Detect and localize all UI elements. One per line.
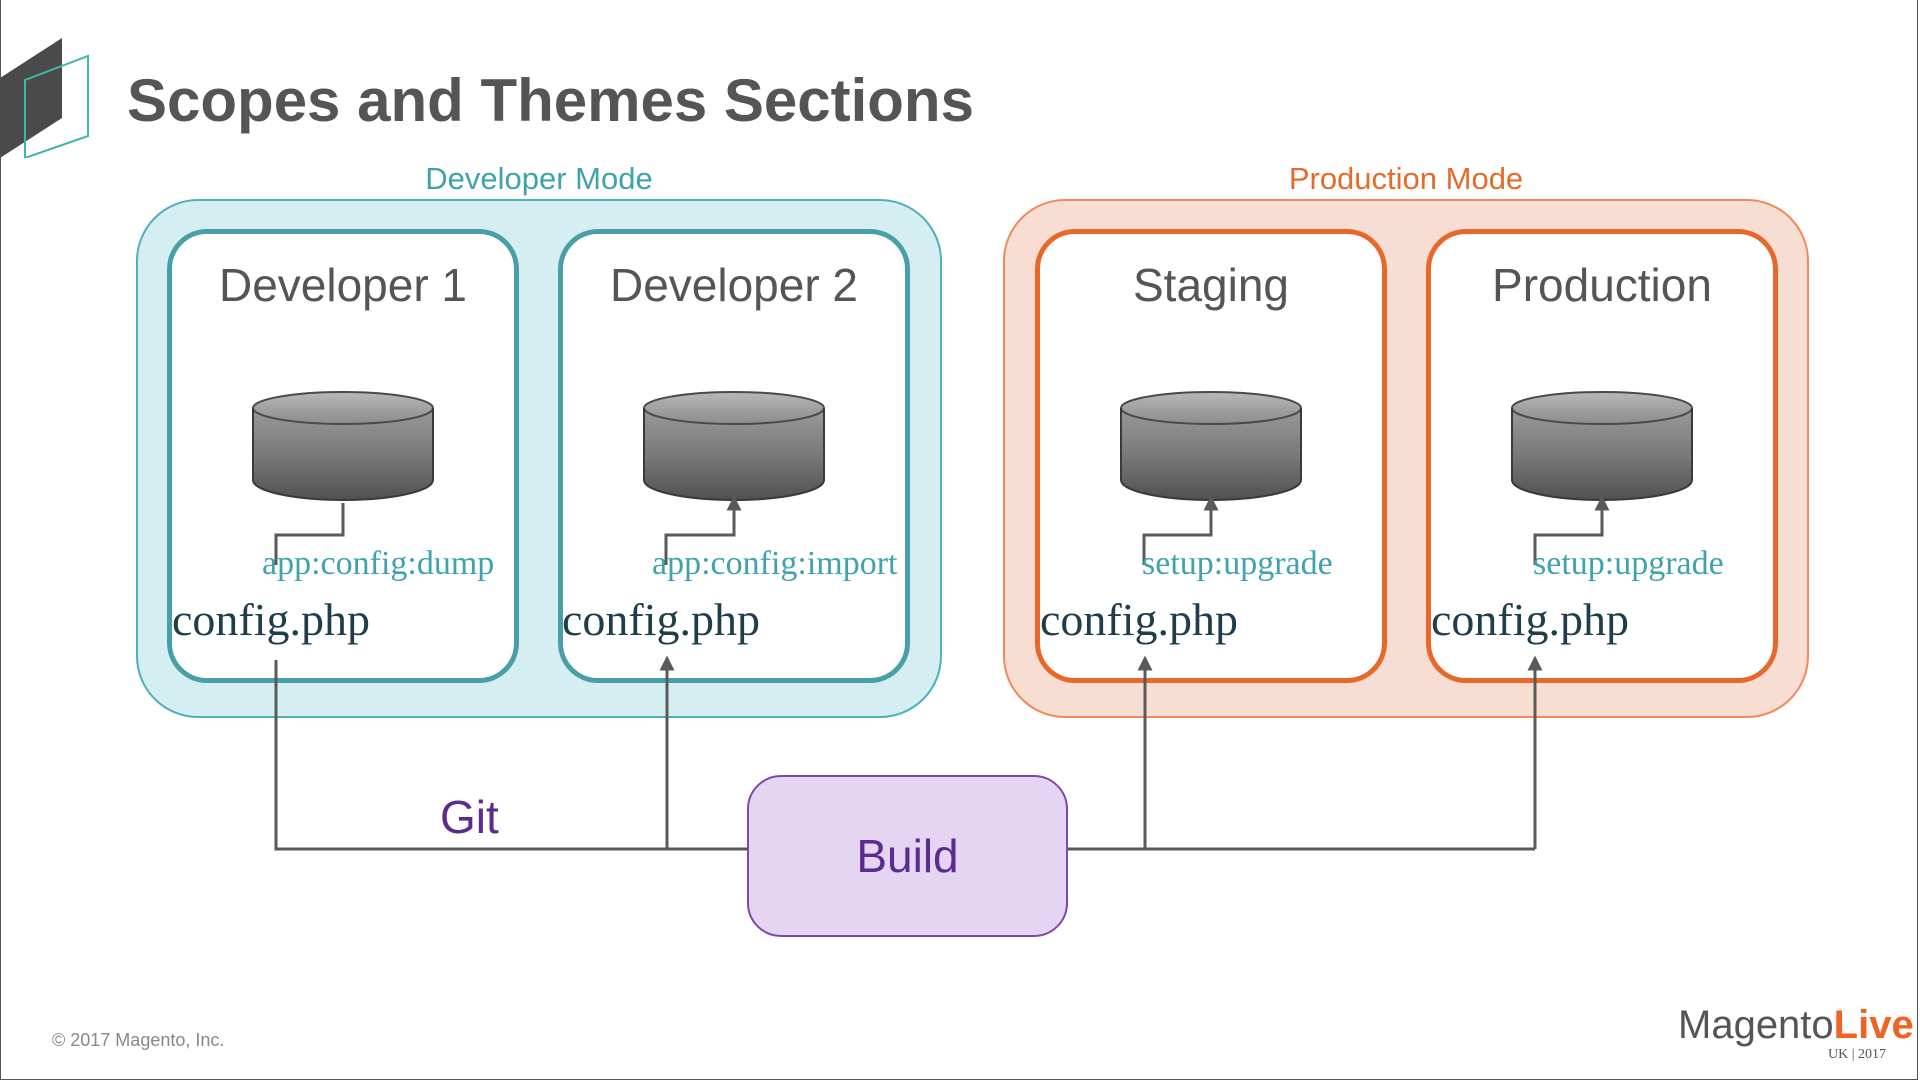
developer-2-command: app:config:import (652, 545, 898, 582)
developer-1-title: Developer 1 (218, 259, 468, 311)
logo-magento-text: Magento (1678, 1003, 1834, 1047)
build-box: Build (747, 775, 1068, 937)
staging-command: setup:upgrade (1142, 545, 1333, 582)
staging-database-icon (1120, 391, 1302, 501)
slide-title: Scopes and Themes Sections (127, 67, 974, 134)
copyright-text: © 2017 Magento, Inc. (52, 1030, 225, 1050)
developer-2-database-icon (643, 391, 825, 501)
staging-title: Staging (1132, 259, 1289, 311)
developer-2-title: Developer 2 (609, 259, 859, 311)
staging-config-file: config.php (1040, 594, 1239, 645)
logo-subtitle: UK | 2017 (1828, 1047, 1887, 1062)
production-title: Production (1492, 259, 1712, 311)
production-mode-label: Production Mode (1288, 161, 1524, 196)
developer-1-config-file: config.php (172, 594, 371, 645)
logo-mark-icon (0, 38, 89, 158)
developer-mode-label: Developer Mode (425, 161, 653, 196)
git-label: Git (440, 791, 499, 843)
logo-live-text: Live (1833, 1003, 1914, 1047)
magento-live-logo: MagentoLive (1678, 1003, 1914, 1048)
production-config-file: config.php (1431, 594, 1630, 645)
developer-1-database-icon (252, 391, 434, 501)
build-label: Build (856, 830, 959, 882)
production-command: setup:upgrade (1533, 545, 1724, 582)
developer-1-command: app:config:dump (262, 545, 495, 582)
developer-2-config-file: config.php (562, 594, 761, 645)
production-database-icon (1511, 391, 1693, 501)
